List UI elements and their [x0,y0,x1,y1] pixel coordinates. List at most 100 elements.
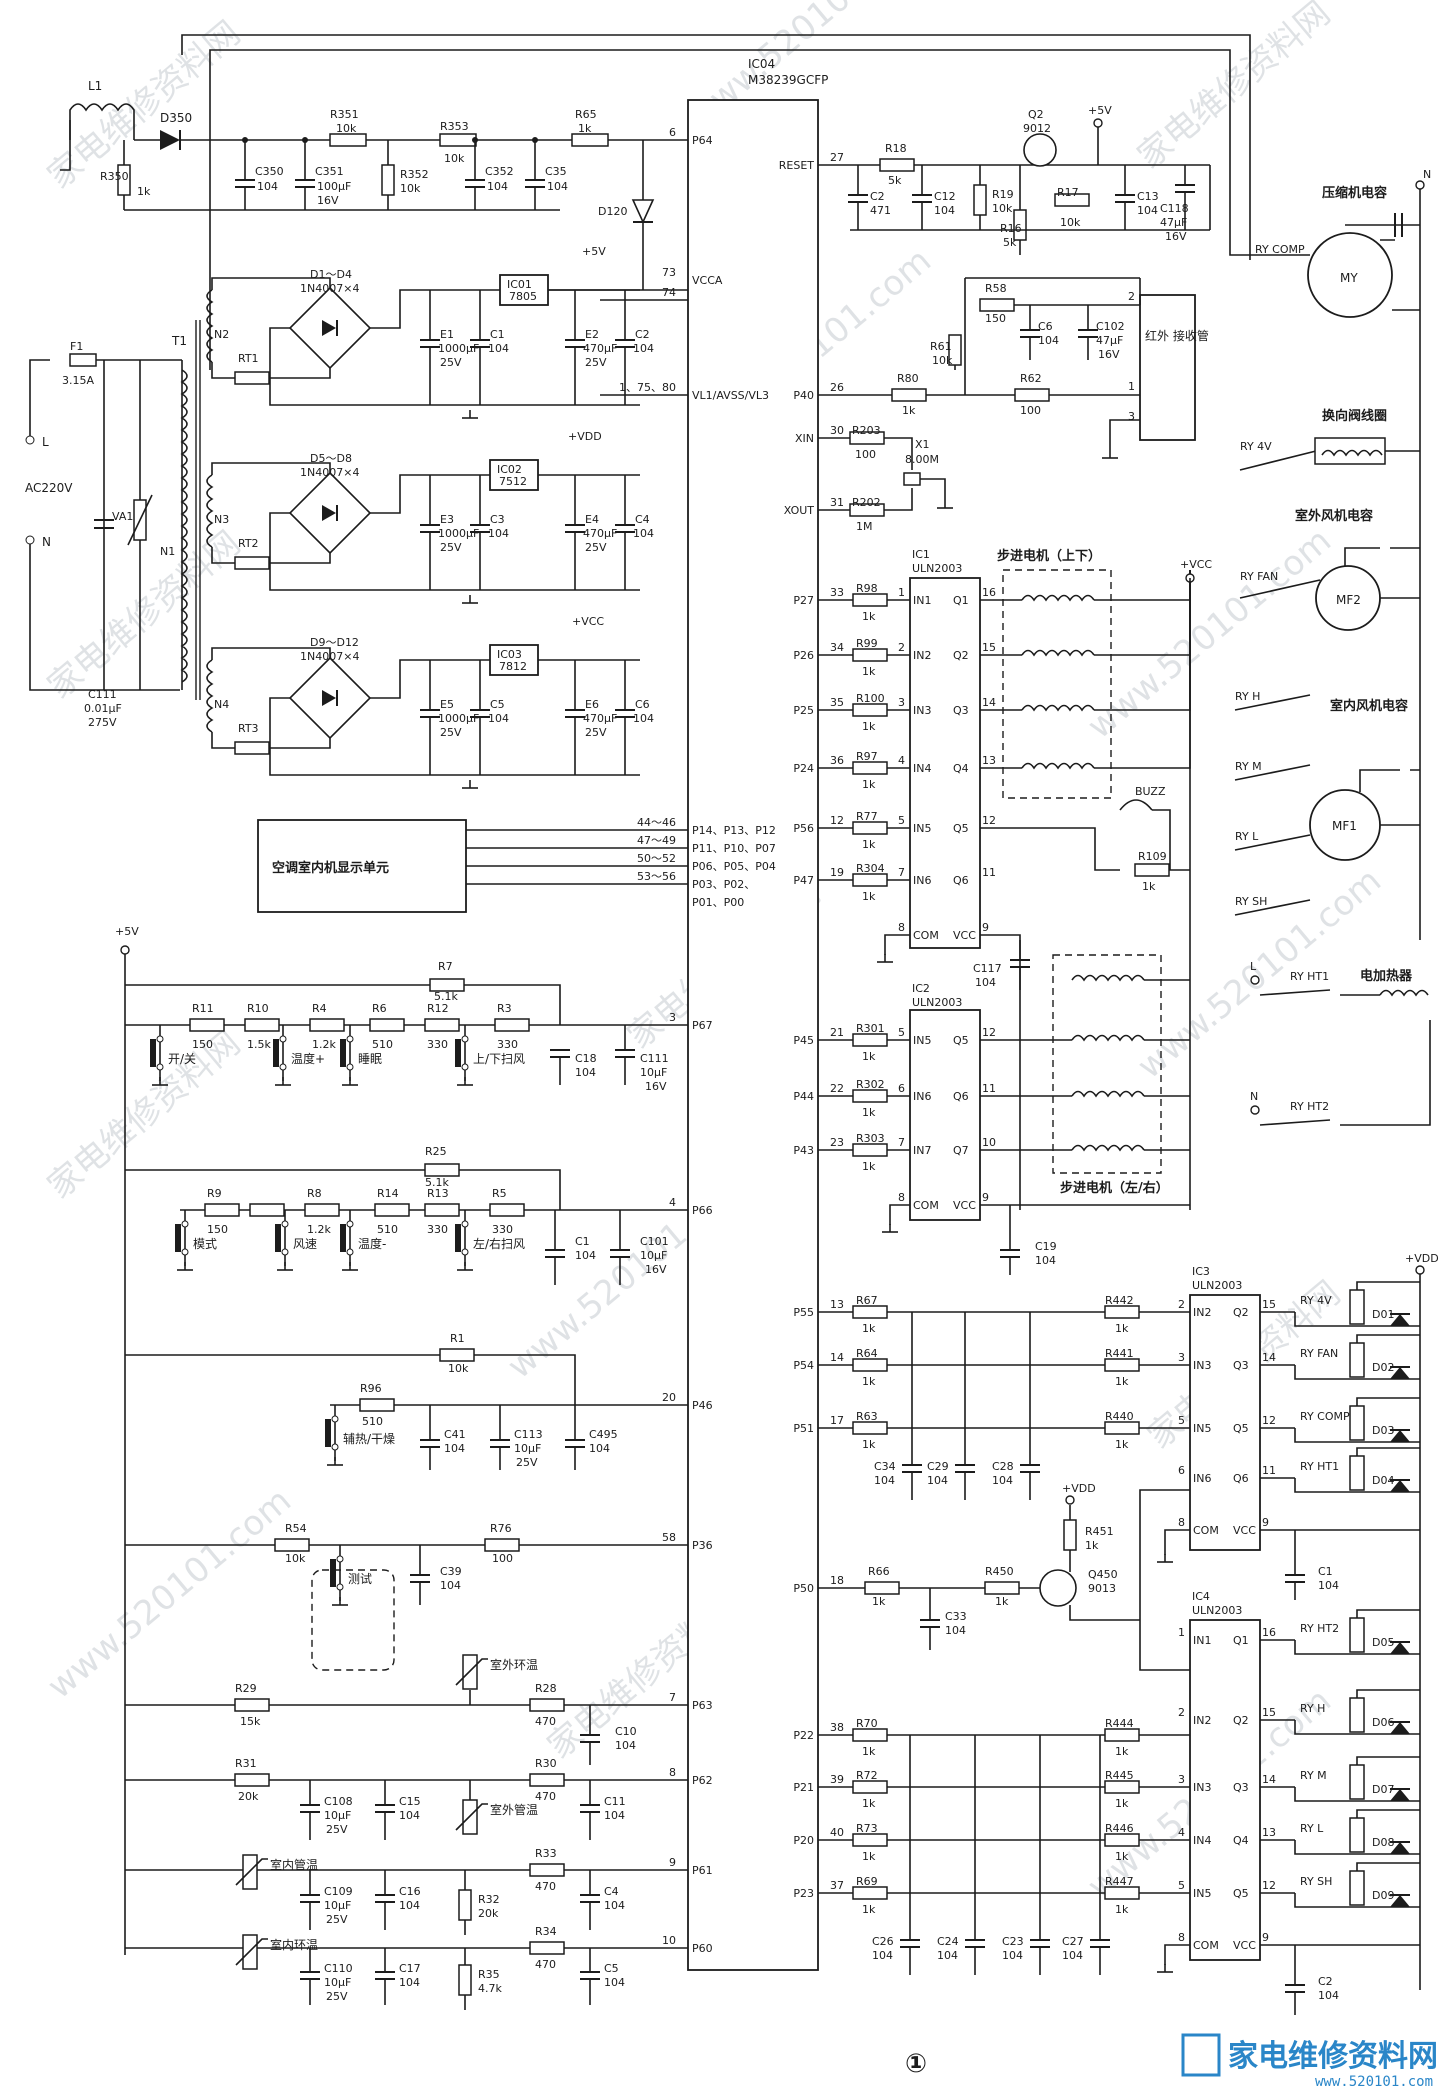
relay-resistor-value: 1k [1115,1322,1129,1335]
r7-resistor [429,978,465,992]
r30-label: R30 [535,1757,557,1770]
relay-resistor-label: R446 [1105,1822,1134,1835]
c1r-capacitor [1285,1574,1305,1583]
terminal [1093,118,1103,128]
c2r-label: C2 [1318,1975,1333,1988]
relay-resistor-label: R70 [856,1717,878,1730]
mcu-pin-number: 9 [669,1856,676,1869]
r202-value: 1M [856,520,873,533]
ic2-resistor-label: R302 [856,1078,885,1091]
r34-value: 470 [535,1958,556,1971]
heater-n-label: N [1250,1090,1258,1103]
relay-series-resistor [1104,1305,1140,1319]
relay-ic-out-name: VCC [1233,1524,1256,1537]
ic3_pins-name: IC3 [1192,1265,1210,1278]
q2-label: Q2 [1028,108,1044,121]
mcu-pin-name: P51 [793,1422,814,1435]
terminal [1250,1105,1260,1115]
key-terminal [279,1035,287,1043]
cap-label: C23 [1002,1935,1024,1948]
cap-label: C6 [635,698,650,711]
cap-value: 104 [1137,204,1158,217]
ground-symbol [882,1224,898,1233]
indoor-fan-relay-label: RY SH [1235,895,1267,908]
mcu-pin-name: P14、P13、P12 [692,824,776,837]
key-resistor [489,1203,525,1217]
mcu-pin-number: 36 [830,754,844,767]
key-terminal [461,1063,469,1071]
relay-label: RY 4V [1300,1294,1332,1307]
mcu-pin-number: 39 [830,1773,844,1786]
key-resistor-value: 330 [427,1223,448,1236]
mcu-pin-number: 17 [830,1414,844,1427]
ic2-out-pin-name: Q5 [953,1034,969,1047]
r34-label: R34 [535,1925,557,1938]
cap-value: 104 [633,712,654,725]
relay-contact [1234,694,1311,711]
relay-ic-out-name: Q2 [1233,1714,1249,1727]
ic1-in-pin-number: 3 [898,696,905,709]
sensor-capacitor [580,1971,600,1980]
r25-resistor [424,1163,460,1177]
c19-value: 104 [1035,1254,1056,1267]
c111-value2: 275V [88,716,117,729]
relay-ic-in-name: IN2 [1193,1714,1211,1727]
relay-capacitor [902,1464,922,1473]
key-resistor-value: 510 [377,1223,398,1236]
ry-ht2-label: RY HT2 [1290,1100,1329,1113]
rt-thermistor [234,371,270,385]
watermark-text: 家电维修资料网 [40,13,248,197]
key-label: 模式 [193,1237,217,1251]
ic1-out-pin-number: 15 [982,641,996,654]
ic1-out-pin-name: VCC [953,929,976,942]
ground-symbol [457,1077,473,1086]
thermistor-slash [235,1858,268,1886]
r58-value: 150 [985,312,1006,325]
ic1-resistor-label: R98 [856,582,878,595]
ir-receiver-label: 红外 接收管 [1145,328,1209,343]
relay-input-resistor [852,1728,888,1742]
r54-label: R54 [285,1522,307,1535]
ir-capacitor [1078,329,1098,338]
c101-value2: 16V [645,1263,667,1276]
c1-value: 104 [575,1249,596,1262]
mcu-pin-number: 47～49 [637,834,676,847]
r7-label: R7 [438,960,453,973]
r61-resistor [948,334,962,366]
key-label: 辅热/干燥 [343,1432,395,1446]
bridge-diode [322,320,336,336]
mcu-pin-number: 18 [830,1574,844,1587]
r32-label: R32 [478,1893,500,1906]
relay-ic-out-name: VCC [1233,1939,1256,1952]
terminal [1415,1265,1425,1275]
key-test: 测试 [330,1545,372,1606]
bridge2-value: 1N4007×4 [300,466,359,479]
mcu-pin-name: P47 [793,874,814,887]
cap-value: 1000μF [438,712,479,725]
outdoor-fan-label: MF2 [1336,593,1361,607]
ic2-out-pin-name: Q7 [953,1144,969,1157]
indoor-fan-wire [1359,769,1420,826]
mcu-pin-name: P54 [793,1359,814,1372]
cap-value: 104 [1062,1949,1083,1962]
l1-label: L1 [88,79,102,93]
r65-value: 1k [578,122,592,135]
mcu-right-pins: 27RESET26P4030XIN31XOUT33P2734P2635P2536… [779,151,844,1900]
relay-diode-label: D03 [1372,1424,1394,1437]
cap-label: C108 [324,1795,353,1808]
r353-resistor [439,133,477,147]
cap-value: 10μF [324,1976,351,1989]
ic1-in-pin-name: IN1 [913,594,931,607]
cap-label: E2 [585,328,599,341]
cap-label: C4 [635,513,650,526]
ic1-in-pin-number: 2 [898,641,905,654]
mcu-pin-number: 22 [830,1082,844,1095]
terminal [120,945,130,955]
ry-comp-label: RY COMP [1255,243,1305,256]
mcu-pin-name: P23 [793,1887,814,1900]
c118-value2: 16V [1165,230,1187,243]
f1-label: F1 [70,340,83,353]
relay-ic-out-number: 13 [1262,1826,1276,1839]
key-resistor-label: R10 [247,1002,269,1015]
c1r-label: C1 [1318,1565,1333,1578]
